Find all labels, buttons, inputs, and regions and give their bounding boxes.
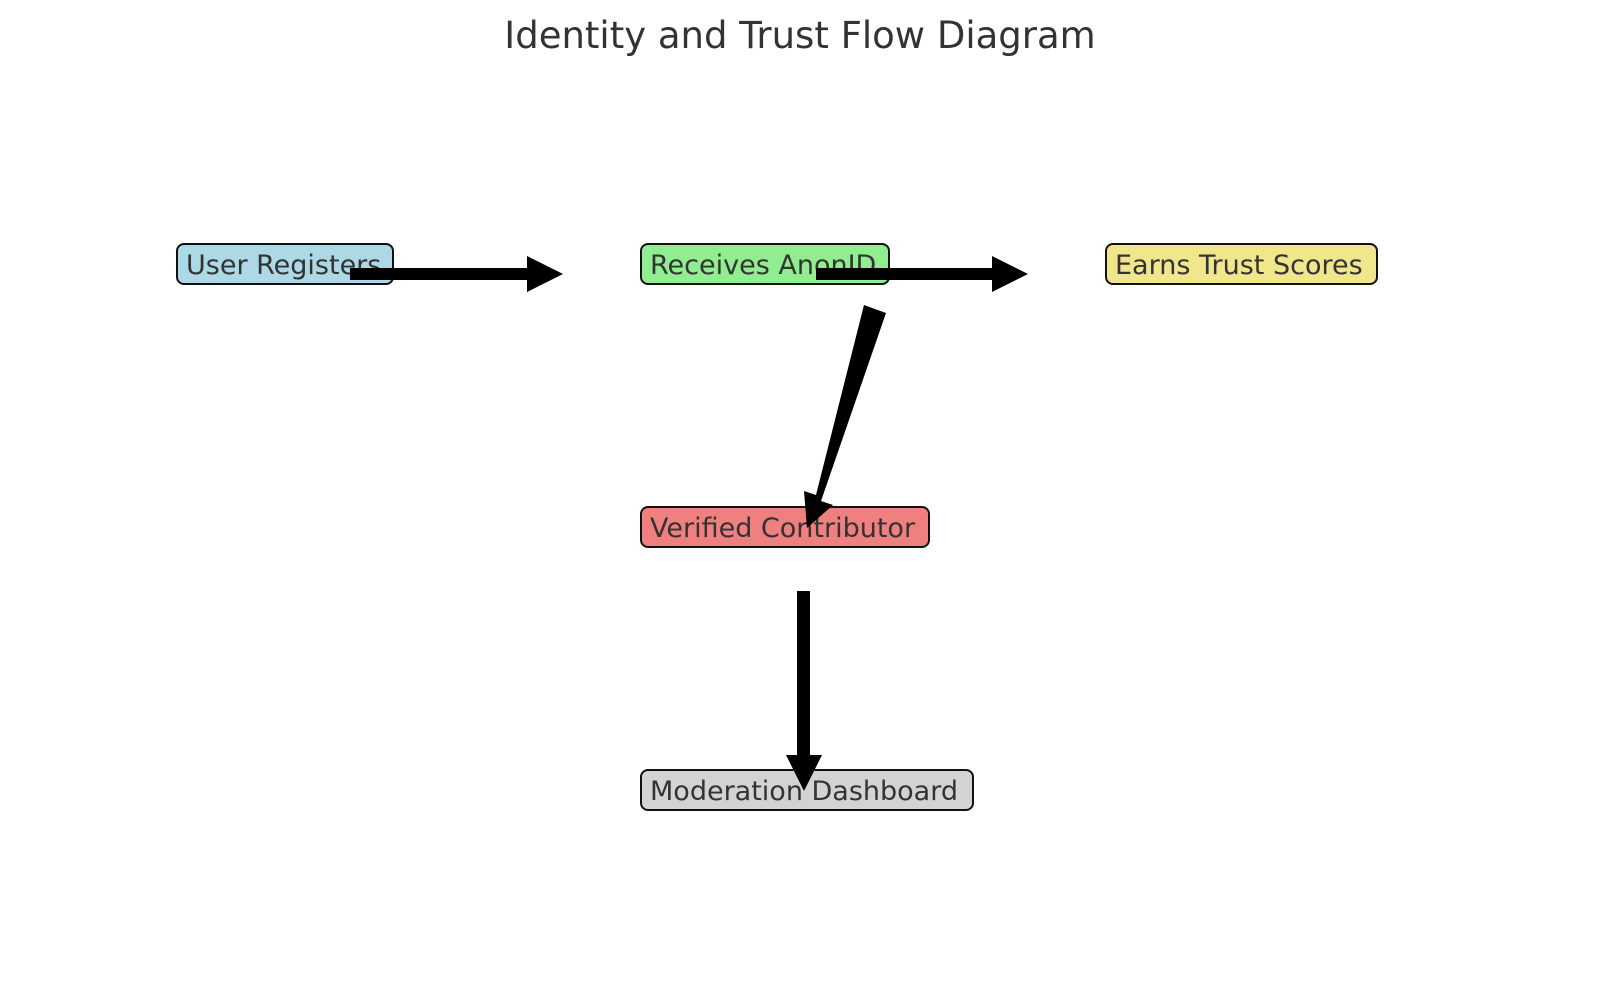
arrow-receives-anonid-to-earns-trust-scores [816, 256, 1028, 292]
node-earns-trust-scores: Earns Trust Scores [1105, 243, 1378, 285]
node-verified-contributor: Verified Contributor [640, 506, 930, 548]
diagram-title: Identity and Trust Flow Diagram [504, 14, 1096, 57]
node-user-registers: User Registers [176, 243, 394, 285]
arrow-verified-contributor-to-moderation-dashboard [786, 591, 822, 791]
arrow-user-registers-to-receives-anonid [350, 256, 563, 292]
arrow-receives-anonid-to-verified-contributor [804, 305, 886, 528]
